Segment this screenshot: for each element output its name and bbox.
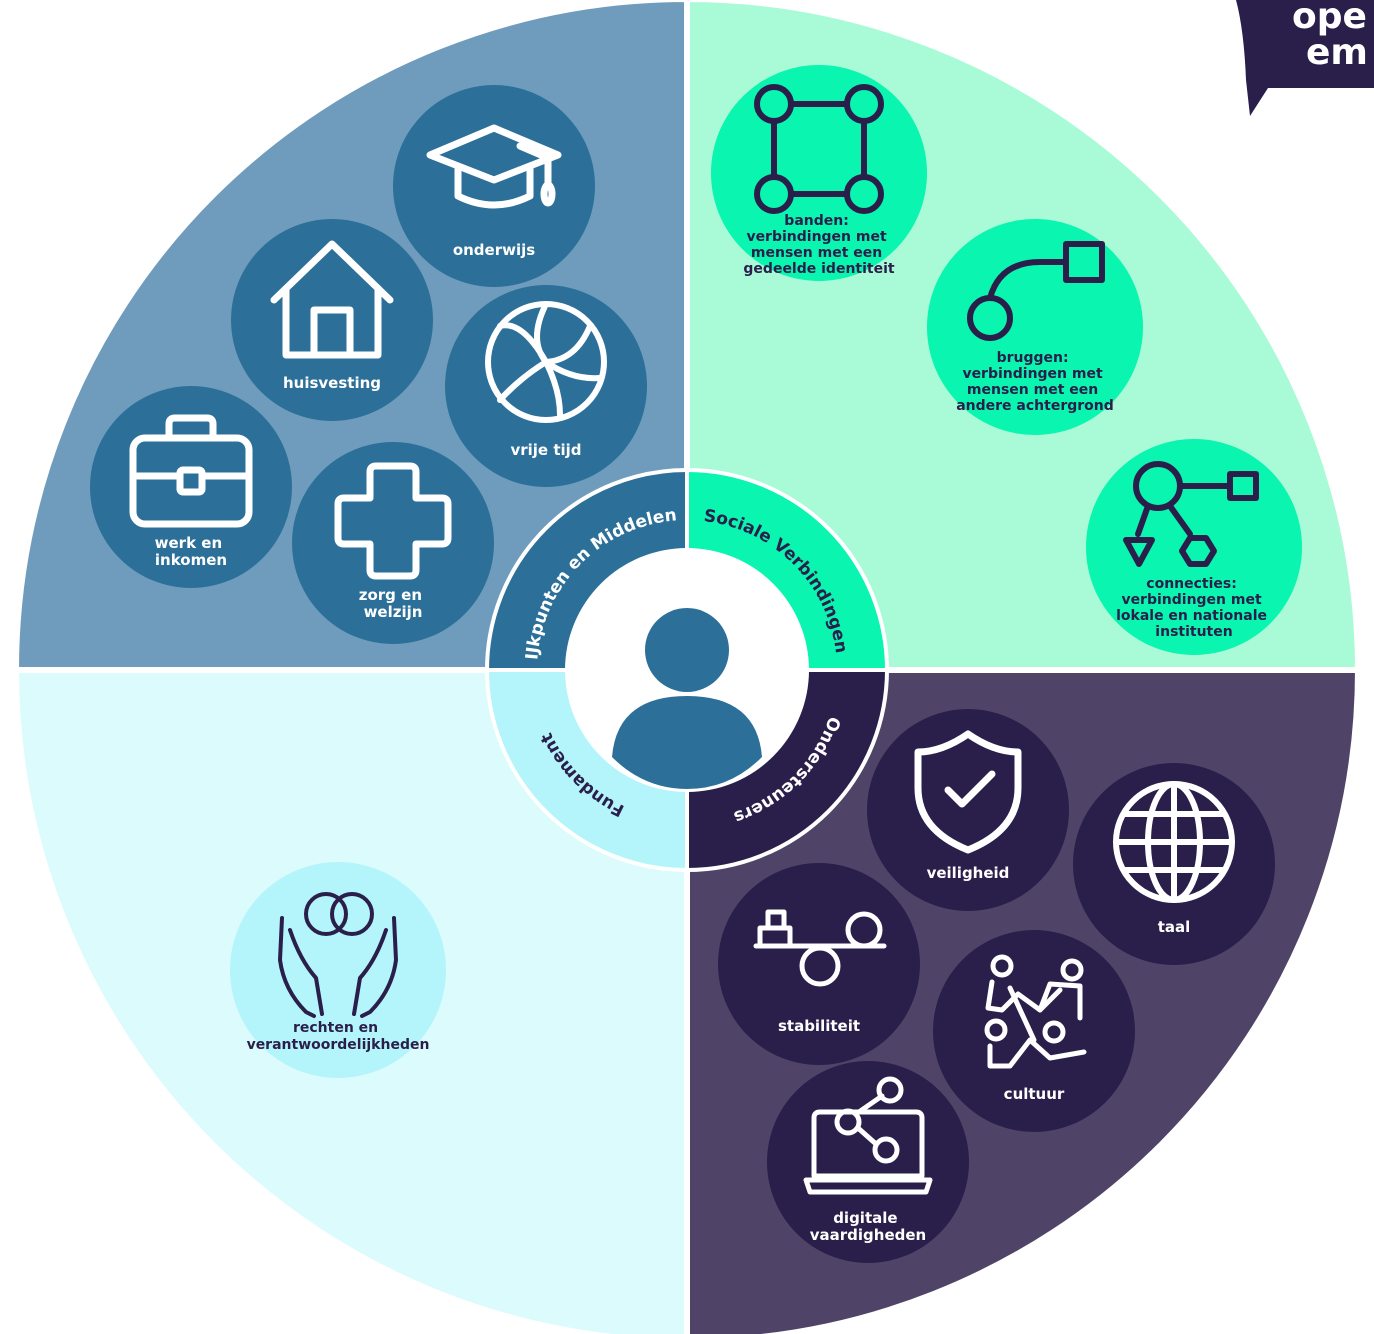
- svg-text:bruggen: verbindingen me: bruggen: verbindingen met mensen met een…: [956, 350, 1114, 414]
- hands-rings-icon: [278, 892, 398, 1018]
- node-digitale: digitale vaardigheden: [767, 1061, 969, 1263]
- svg-text:taal: taal: [1158, 918, 1191, 936]
- svg-text:zorg en welzijn: zorg en welzijn: [359, 586, 427, 621]
- medical-cross-icon: [334, 462, 452, 580]
- node-connecties: connecties: verbindingen met lokale en n…: [1086, 439, 1302, 655]
- svg-text:rechten en verantwoordel: rechten en verantwoordelijkheden: [247, 1020, 430, 1053]
- shield-check-icon: [914, 730, 1022, 854]
- bridge-icon: [967, 241, 1105, 341]
- svg-text:onderwijs: onderwijs: [453, 241, 535, 259]
- svg-text:veiligheid: veiligheid: [927, 864, 1010, 882]
- connected-square-icon: [754, 84, 884, 214]
- dancers-icon: [984, 954, 1087, 1069]
- node-zorg: zorg en welzijn: [292, 442, 494, 644]
- globe-icon: [1113, 781, 1235, 903]
- svg-text:cultuur: cultuur: [1004, 1085, 1065, 1103]
- svg-text:digitale vaardigheden: digitale vaardigheden: [810, 1209, 926, 1244]
- node-werk: werk en inkomen: [90, 386, 292, 588]
- svg-text:werk en inkomen: werk en inkomen: [155, 534, 228, 569]
- house-icon: [270, 240, 394, 359]
- node-veiligheid: veiligheid: [867, 709, 1069, 911]
- center-person: [565, 548, 809, 792]
- person-icon: [612, 608, 762, 789]
- volleyball-icon: [485, 301, 607, 423]
- node-rechten: rechten en verantwoordelijkheden: [230, 862, 446, 1078]
- node-cultuur: cultuur: [933, 930, 1135, 1132]
- laptop-network-icon: [803, 1076, 933, 1195]
- network-icon: [1123, 461, 1259, 567]
- graduation-cap-icon: [426, 124, 562, 209]
- svg-text:stabiliteit: stabiliteit: [778, 1017, 860, 1035]
- svg-text:vrije tijd: vrije tijd: [510, 441, 581, 459]
- logo-text-line1: ope: [1292, 0, 1367, 37]
- svg-text:connecties: verbindingen: connecties: verbindingen met lokale en n…: [1116, 576, 1272, 640]
- logo: ope em: [1236, 0, 1374, 116]
- svg-text:banden: verbindingen met: banden: verbindingen met mensen met een …: [743, 213, 894, 277]
- node-huisvesting: huisvesting: [231, 219, 433, 421]
- node-banden: banden: verbindingen met mensen met een …: [711, 65, 927, 281]
- node-onderwijs: onderwijs: [393, 85, 595, 287]
- node-taal: taal: [1073, 763, 1275, 965]
- node-vrije-tijd: vrije tijd: [445, 285, 647, 487]
- briefcase-icon: [129, 414, 253, 528]
- svg-text:huisvesting: huisvesting: [283, 374, 381, 392]
- logo-text-line2: em: [1306, 32, 1368, 73]
- balance-icon: [753, 909, 887, 987]
- node-bruggen: bruggen: verbindingen met mensen met een…: [927, 219, 1143, 435]
- node-stabiliteit: stabiliteit: [718, 863, 920, 1065]
